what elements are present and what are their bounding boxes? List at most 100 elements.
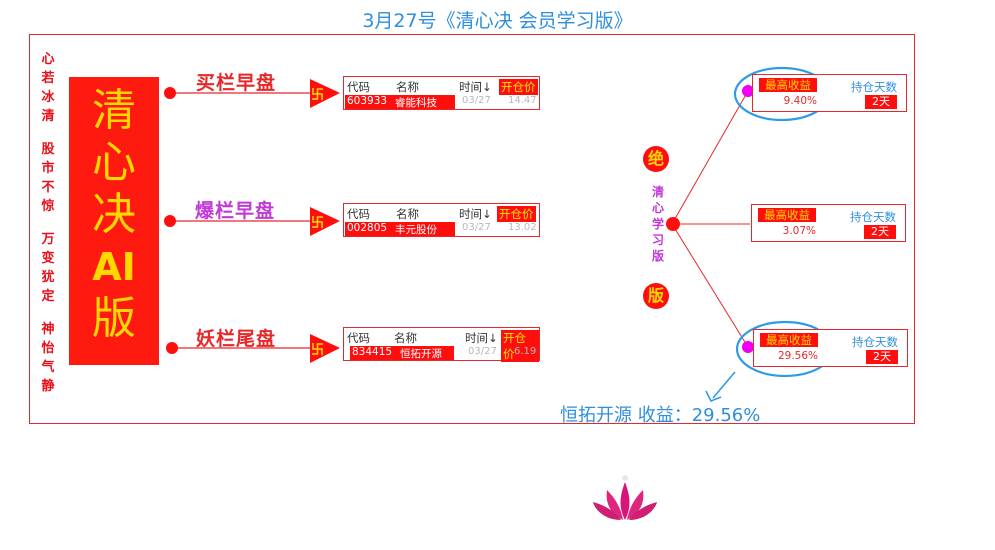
center-node-dot xyxy=(666,217,680,231)
motto-char: 气 xyxy=(41,360,55,375)
arrow-triangle-2 xyxy=(310,207,340,236)
brand-char: 决 xyxy=(92,189,136,240)
stock-card-1[interactable]: 代码 名称 时间↓ 开仓价 603933 睿能科技 03/27 14.47 xyxy=(343,76,540,110)
header-open-price: 开仓价 xyxy=(499,79,538,95)
stock-code: 002805 xyxy=(347,222,388,234)
holding-days-label: 持仓天数 xyxy=(851,80,897,94)
result-caption: 恒拓开源 收益：29.56% xyxy=(560,405,761,426)
swastika-icon: 卐 xyxy=(311,88,325,103)
motto-char: 若 xyxy=(41,71,55,86)
header-code: 代码 xyxy=(347,331,370,345)
branch-bottom xyxy=(671,223,749,348)
stock-name: 睿能科技 xyxy=(395,97,437,109)
motto-char: 清 xyxy=(41,109,55,124)
swastika-icon: 卐 xyxy=(311,216,325,231)
brand-char: 清 xyxy=(92,85,136,136)
motto-char: 股 xyxy=(41,142,55,157)
motto-char: 心 xyxy=(41,52,55,67)
brand-box: 清 心 决 AI 版 xyxy=(69,77,159,365)
vertical-char: 清 xyxy=(651,185,664,199)
vertical-char: 习 xyxy=(651,233,664,247)
motto-char: 犹 xyxy=(41,270,55,285)
result-value: 3.07% xyxy=(782,225,816,237)
header-time: 时间↓ xyxy=(459,207,492,221)
header-time: 时间↓ xyxy=(465,331,498,345)
brand-char: 心 xyxy=(92,137,136,188)
holding-days-value: 2天 xyxy=(865,95,897,109)
node-dot-1 xyxy=(164,87,176,99)
branch-top xyxy=(671,90,749,225)
stock-date: 03/27 xyxy=(462,95,491,106)
holding-days-label: 持仓天数 xyxy=(852,335,898,349)
result-label: 最高收益 xyxy=(760,333,818,347)
header-code: 代码 xyxy=(347,207,370,221)
vertical-char: 版 xyxy=(651,249,664,263)
motto-char: 冰 xyxy=(41,90,55,105)
header-open-price: 开仓价 xyxy=(501,330,539,362)
stock-row: 603933 睿能科技 xyxy=(345,95,455,109)
page-title: 3月27号《清心决 会员学习版》 xyxy=(362,10,633,32)
motto-char: 静 xyxy=(41,379,55,394)
node-dot-3 xyxy=(166,342,178,354)
result-value: 29.56% xyxy=(777,350,818,362)
category-label-2: 爆栏早盘 xyxy=(195,200,276,222)
header-time: 时间↓ xyxy=(459,80,492,94)
stock-price: 6.19 xyxy=(514,346,537,357)
result-card-1[interactable]: 最高收益 9.40% 持仓天数 2天 xyxy=(752,74,907,112)
lotus-logo xyxy=(593,475,657,520)
brand-ai: AI xyxy=(92,245,136,289)
category-label-1: 买栏早盘 xyxy=(196,72,277,94)
badge-ban: 版 xyxy=(643,283,669,309)
holding-days-value: 2天 xyxy=(866,350,898,364)
stock-name: 恒拓开源 xyxy=(400,348,442,360)
header-name: 名称 xyxy=(394,331,417,345)
motto-column: 心 若 冰 清 股 市 不 惊 万 变 犹 定 神 怡 气 静 xyxy=(38,50,58,396)
result-label: 最高收益 xyxy=(759,78,817,92)
stock-price: 14.47 xyxy=(508,95,537,106)
motto-char: 怡 xyxy=(41,341,55,356)
motto-char: 市 xyxy=(41,161,55,176)
caption-arrow-head xyxy=(705,390,722,403)
brand-char: 版 xyxy=(92,293,136,344)
node-dot-2 xyxy=(164,215,176,227)
stock-code: 603933 xyxy=(347,95,388,107)
vertical-label: 清 心 学 习 版 xyxy=(651,184,665,264)
header-open-price: 开仓价 xyxy=(497,206,536,222)
stock-row: 002805 丰元股份 xyxy=(345,222,455,236)
swastika-icon: 卐 xyxy=(311,343,325,358)
arrow-triangle-1 xyxy=(310,79,340,108)
arrow-triangle-3 xyxy=(310,334,340,363)
stock-code: 834415 xyxy=(352,346,393,358)
motto-char: 万 xyxy=(41,232,55,247)
result-dot-3 xyxy=(742,341,754,353)
vertical-char: 学 xyxy=(651,217,664,231)
header-code: 代码 xyxy=(347,80,370,94)
stock-card-2[interactable]: 代码 名称 时间↓ 开仓价 002805 丰元股份 03/27 13.02 xyxy=(343,203,540,237)
stock-date: 03/27 xyxy=(462,222,491,233)
result-card-2[interactable]: 最高收益 3.07% 持仓天数 2天 xyxy=(751,204,906,242)
category-label-3: 妖栏尾盘 xyxy=(196,328,277,350)
caption-arrow-line xyxy=(712,371,736,399)
motto-char: 定 xyxy=(41,289,55,304)
motto-char: 惊 xyxy=(41,199,55,214)
badge-jue: 绝 xyxy=(643,146,669,172)
stock-card-3[interactable]: 代码 名称 时间↓ 开仓价 834415 恒拓开源 03/27 6.19 xyxy=(343,327,540,362)
result-value: 9.40% xyxy=(783,95,817,107)
result-dot-1 xyxy=(742,85,754,97)
stock-name: 丰元股份 xyxy=(395,224,437,236)
stock-row: 834415 恒拓开源 xyxy=(350,346,454,360)
stock-price: 13.02 xyxy=(508,222,537,233)
result-card-3[interactable]: 最高收益 29.56% 持仓天数 2天 xyxy=(753,329,908,367)
stock-date: 03/27 xyxy=(468,346,497,357)
header-name: 名称 xyxy=(396,80,419,94)
holding-days-label: 持仓天数 xyxy=(850,210,896,224)
motto-char: 神 xyxy=(41,322,55,337)
result-label: 最高收益 xyxy=(758,208,816,222)
vertical-char: 心 xyxy=(651,201,664,215)
main-frame xyxy=(29,34,915,424)
header-name: 名称 xyxy=(396,207,419,221)
motto-char: 不 xyxy=(41,180,55,195)
holding-days-value: 2天 xyxy=(864,225,896,239)
motto-char: 变 xyxy=(41,251,55,266)
